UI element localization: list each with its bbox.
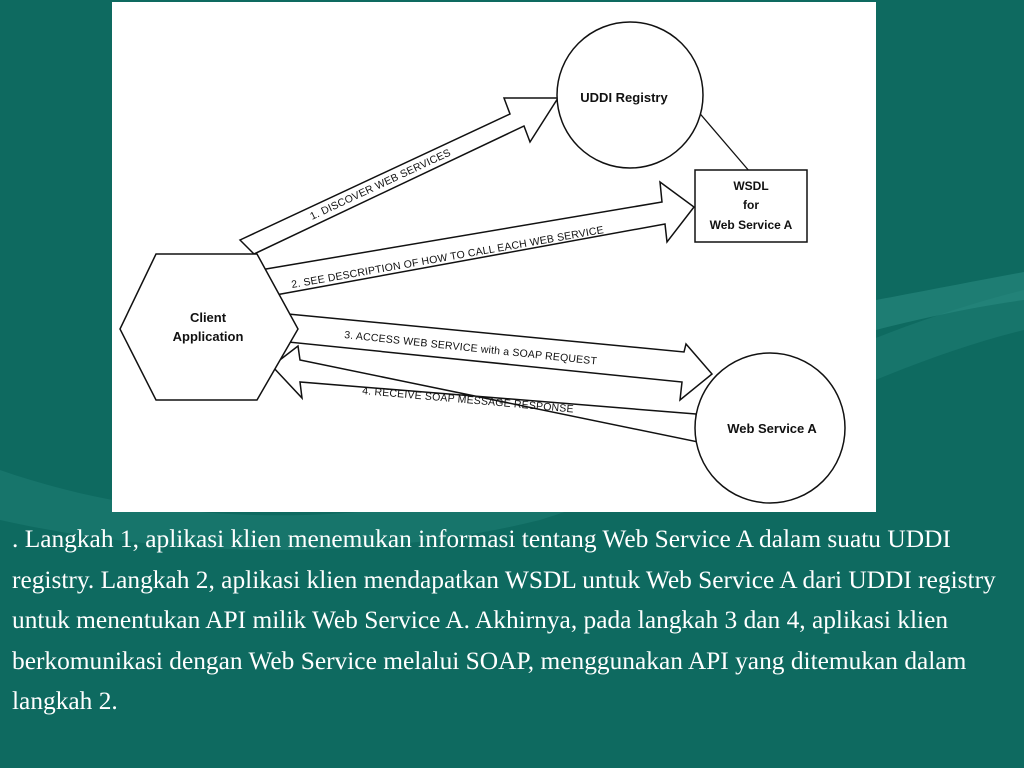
caption-text: . Langkah 1, aplikasi klien menemukan in… [12, 525, 996, 716]
arrow-step-3: 3. ACCESS WEB SERVICE with a SOAP REQUES… [287, 313, 714, 402]
web-service-a-node: Web Service A [694, 352, 846, 504]
client-label-line2: Application [173, 329, 244, 344]
wsdl-label-line1: WSDL [733, 179, 768, 193]
arrow-step-4-label: 4. RECEIVE SOAP MESSAGE RESPONSE [362, 385, 574, 415]
uddi-label: UDDI Registry [580, 90, 668, 105]
wsdl-node: WSDL for Web Service A [694, 169, 808, 243]
arrow-step-2: 2. SEE DESCRIPTION OF HOW TO CALL EACH W… [258, 180, 696, 297]
client-application-node: Client Application [119, 253, 299, 401]
web-service-a-label: Web Service A [727, 421, 817, 436]
client-label-line1: Client [190, 310, 227, 325]
arrow-step-1-label: 1. DISCOVER WEB SERVICES [308, 147, 453, 223]
wave-upper [876, 272, 1024, 330]
wsdl-label-line2: for [743, 198, 759, 212]
uddi-registry-node: UDDI Registry [556, 21, 704, 169]
uddi-wsdl-connector [695, 108, 751, 173]
wsdl-label-line3: Web Service A [710, 218, 793, 232]
diagram-panel: 1. DISCOVER WEB SERVICES 2. SEE DESCRIPT… [112, 2, 876, 512]
